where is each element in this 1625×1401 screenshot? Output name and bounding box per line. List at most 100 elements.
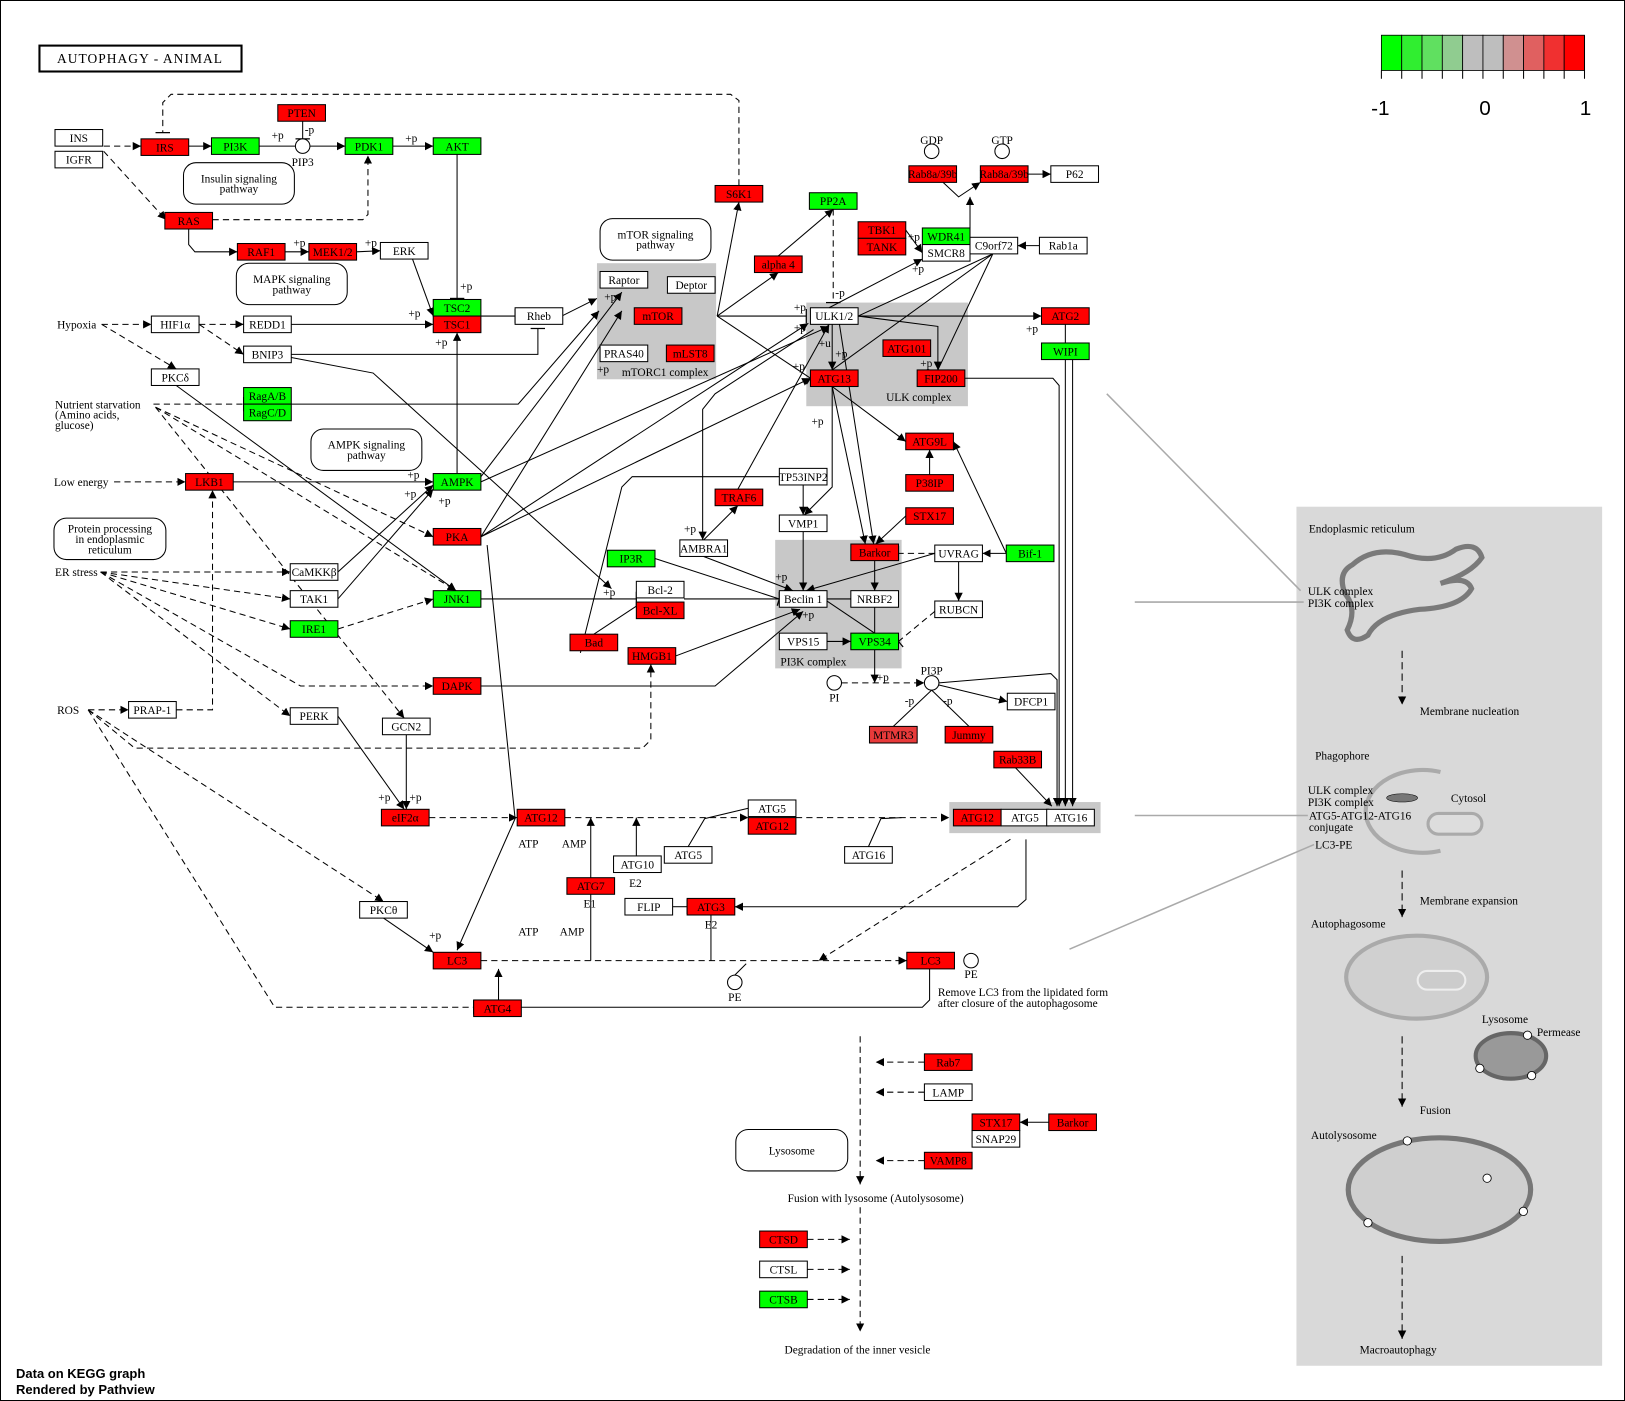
gene-node-label: SNAP29 xyxy=(976,1134,1017,1146)
gene-node-box xyxy=(1040,342,1090,361)
gene-node-atg10: ATG10 xyxy=(613,855,662,874)
relation-edge xyxy=(337,484,434,573)
legend-swatch xyxy=(1563,34,1585,71)
gene-node-label: ATG16 xyxy=(1054,813,1088,825)
gene-node-tsc1: TSC1 xyxy=(432,315,482,334)
gene-node-ire1: IRE1 xyxy=(289,620,339,638)
relation-edge xyxy=(857,253,994,317)
panel-label-fusion: Fusion xyxy=(1420,1105,1451,1117)
gene-node-box xyxy=(277,104,326,122)
gene-node-bnip3: BNIP3 xyxy=(243,345,292,364)
gene-node-vps15: VPS15 xyxy=(778,632,828,651)
gene-node-label: Bif-1 xyxy=(1018,548,1042,560)
annotation-plus-p: +p xyxy=(908,231,920,243)
pathway-title-text: AUTOPHAGY - ANIMAL xyxy=(57,51,223,66)
gene-node-label: Raptor xyxy=(608,275,639,287)
gene-node-label: PP2A xyxy=(820,196,847,208)
gene-node-box xyxy=(714,488,764,507)
annotation-plus-p: +p xyxy=(438,496,450,508)
gene-node-label: AKT xyxy=(445,141,468,153)
annotation-plus-p: +p xyxy=(802,610,814,622)
gene-node-mtor: mTOR xyxy=(633,307,683,325)
mitochondrion-icon xyxy=(1426,811,1484,836)
gene-node-igfr: IGFR xyxy=(54,150,104,169)
gene-node-gcn2: GCN2 xyxy=(381,717,431,736)
gene-node-ambra1: AMBRA1 xyxy=(679,539,729,557)
gene-node-label: PKCθ xyxy=(370,905,398,917)
gene-node-rab8a: Rab8a/39b xyxy=(908,165,958,183)
compound-gdp-label: GDP xyxy=(920,135,943,147)
gene-node-label: RagA/B xyxy=(249,391,287,403)
gene-node-ins: INS xyxy=(54,129,104,147)
gene-node-akt: AKT xyxy=(432,137,482,155)
gene-node-label: ATG12 xyxy=(755,821,789,833)
annotation-plus-p: +p xyxy=(835,349,847,361)
gene-node-label: CaMKKβ xyxy=(292,567,337,579)
pathway-link-text: pathway xyxy=(220,184,259,196)
gene-node-rheb: Rheb xyxy=(514,307,564,325)
gene-node-tp53inp2: TP53INP2 xyxy=(778,467,828,486)
panel-label-pi3k1: PI3K complex xyxy=(1308,598,1374,610)
pathway-link-lysosome[interactable]: Lysosome xyxy=(735,1128,849,1172)
relation-edge xyxy=(831,253,994,371)
annotation-plus-p: +p xyxy=(378,792,390,804)
relation-edge xyxy=(931,689,970,727)
annotation-plus-p: +p xyxy=(407,470,419,482)
note-degradation: Degradation of the inner vesicle xyxy=(785,1344,931,1356)
relation-edge xyxy=(155,93,740,186)
gene-node-label: VPS15 xyxy=(787,637,820,649)
gene-node-label: PRAP-1 xyxy=(133,705,171,717)
gene-node-box xyxy=(923,1151,973,1170)
panel-label-lysosome: Lysosome xyxy=(1482,1014,1528,1026)
relation-edge xyxy=(703,555,793,592)
annotation-plus-p: +p xyxy=(429,930,441,942)
pathway-link-text: mTOR signaling xyxy=(618,229,694,241)
pathway-link-text: Insulin signaling xyxy=(201,173,277,185)
gene-node-ctsl: CTSL xyxy=(759,1260,808,1279)
annotation-e2: E2 xyxy=(705,919,718,931)
gene-node-erk: ERK xyxy=(379,241,429,260)
relation-edge xyxy=(356,246,381,256)
relation-edge xyxy=(734,963,747,976)
compound-gdp-icon xyxy=(923,143,940,160)
gene-node-label: ATG4 xyxy=(484,1003,512,1015)
gene-node-box xyxy=(243,345,292,364)
gene-node-label: eIF2α xyxy=(392,813,419,825)
gene-node-barkor2: Barkor xyxy=(1048,1113,1097,1132)
gene-node-label: Rab7 xyxy=(936,1057,960,1069)
gene-node-label: CTSD xyxy=(769,1234,798,1246)
gene-node-label: MEK1/2 xyxy=(313,247,353,259)
relation-edge xyxy=(905,229,923,254)
legend-max-label: 1 xyxy=(1580,97,1592,120)
panel-label-er: Endoplasmic reticulum xyxy=(1309,524,1415,536)
gene-node-label: IP3R xyxy=(619,554,643,566)
gene-node-mlst8: mLST8 xyxy=(665,344,715,363)
gene-node-atg5a: ATG5 xyxy=(747,799,797,818)
gene-node-box xyxy=(850,543,900,562)
compound-pip3-icon xyxy=(294,138,311,154)
legend-swatch xyxy=(1462,34,1484,71)
relation-edge xyxy=(383,917,434,953)
relation-edge xyxy=(806,552,935,593)
compound-pi-icon xyxy=(826,675,843,691)
relation-edge xyxy=(698,329,814,540)
gene-node-box xyxy=(432,137,482,155)
gene-node-box xyxy=(882,339,932,357)
pathway-link-text: reticulum xyxy=(88,544,132,556)
relation-edge xyxy=(579,476,780,653)
relation-edge xyxy=(188,229,238,256)
annotation-plus-p: +p xyxy=(684,524,696,536)
gene-node-box xyxy=(140,138,190,156)
gene-node-box xyxy=(606,549,656,568)
gene-node-bad: Bad xyxy=(569,633,619,652)
legend-swatch xyxy=(1523,34,1545,71)
relation-edge xyxy=(480,377,811,538)
gene-node-box xyxy=(164,211,214,230)
annotation-plus-p: +p xyxy=(877,672,889,684)
gene-node-ampk: AMPK xyxy=(432,473,482,491)
